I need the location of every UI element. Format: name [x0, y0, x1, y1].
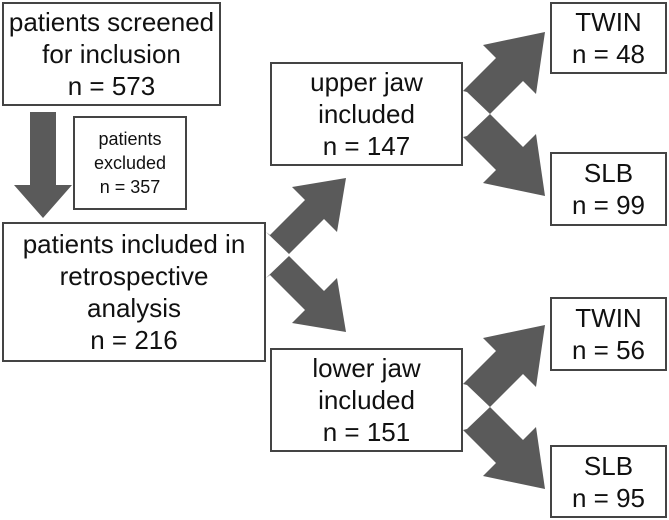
included-count: n = 216	[90, 325, 178, 355]
upper-slb-box: SLB n = 99	[550, 152, 667, 226]
upper-twin-box: TWIN n = 48	[550, 2, 667, 74]
arrow-lower-to-twin	[463, 325, 545, 407]
upper-line1: upper jaw	[310, 67, 423, 97]
lower-slb-count: n = 95	[571, 482, 645, 513]
included-line3: analysis	[87, 293, 181, 323]
excluded-line2: excluded	[93, 153, 167, 173]
upper-count: n = 147	[322, 131, 411, 161]
screened-line2: for inclusion	[42, 39, 181, 69]
upper-jaw-box: upper jaw included n = 147	[270, 62, 463, 166]
lower-twin-box: TWIN n = 56	[550, 297, 667, 371]
arrow-included-to-upper	[266, 178, 346, 254]
lower-count: n = 151	[322, 417, 411, 447]
upper-twin-label: TWIN	[575, 7, 642, 37]
upper-line2: included	[318, 99, 415, 129]
included-line2: retrospective	[59, 261, 209, 291]
upper-slb-label: SLB	[583, 158, 634, 188]
lower-jaw-box: lower jaw included n = 151	[270, 348, 463, 452]
included-box: patients included in retrospective analy…	[2, 222, 266, 362]
upper-twin-count: n = 48	[571, 39, 645, 69]
lower-twin-count: n = 56	[571, 335, 645, 365]
arrow-included-to-lower	[266, 256, 346, 332]
lower-twin-label: TWIN	[575, 303, 642, 333]
lower-slb-box: SLB n = 95	[550, 445, 667, 518]
screened-count: n = 573	[67, 71, 156, 101]
arrow-screened-to-included	[14, 112, 72, 218]
lower-line2: included	[318, 385, 415, 415]
upper-slb-count: n = 99	[571, 190, 645, 220]
arrow-lower-to-slb	[463, 407, 545, 489]
screened-line1: patients screened	[8, 7, 215, 37]
arrow-upper-to-twin	[463, 32, 545, 114]
screened-box: patients screened for inclusion n = 573	[2, 2, 221, 106]
excluded-count: n = 357	[99, 177, 161, 197]
included-line1: patients included in	[22, 229, 246, 259]
excluded-line1: patients	[98, 129, 162, 149]
lower-line1: lower jaw	[312, 353, 421, 383]
excluded-box: patients excluded n = 357	[73, 116, 187, 210]
arrow-upper-to-slb	[463, 114, 545, 196]
lower-slb-label: SLB	[583, 450, 634, 481]
